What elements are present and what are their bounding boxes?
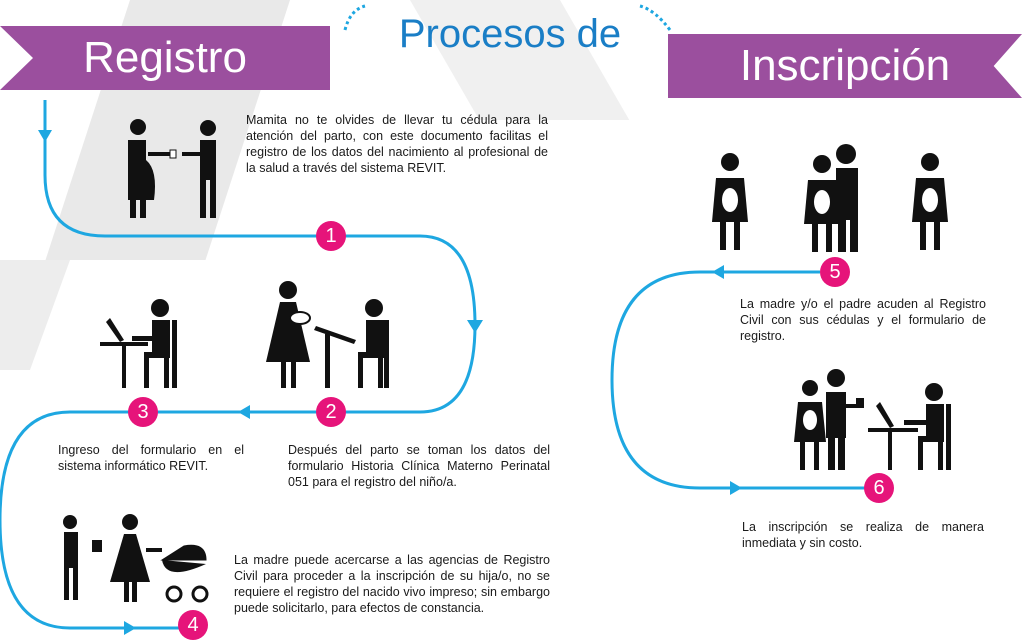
family-at-registry-desk-icon bbox=[794, 369, 951, 470]
mother-with-stroller-icon bbox=[63, 514, 209, 603]
step-badge-1: 1 bbox=[316, 221, 346, 251]
arrow-down-icon bbox=[467, 320, 483, 333]
arrow-right-icon bbox=[124, 621, 136, 635]
arrow-left-icon bbox=[238, 405, 250, 419]
step-4-text: La madre puede acercarse a las agencias … bbox=[234, 553, 550, 615]
inscripcion-banner-label: Inscripción bbox=[739, 41, 951, 90]
step-5-text: La madre y/o el padre acuden al Registro… bbox=[740, 297, 986, 343]
person-at-computer-icon bbox=[100, 299, 177, 388]
step-3-text: Ingreso del formulario en el sistema inf… bbox=[58, 443, 244, 473]
parents-with-baby-icon bbox=[712, 144, 948, 252]
step-badge-6: 6 bbox=[864, 473, 894, 503]
step-6-text: La inscripción se realiza de manera inme… bbox=[742, 520, 984, 550]
step-badge-4: 4 bbox=[178, 610, 208, 640]
step-badge-2: 2 bbox=[316, 397, 346, 427]
mother-with-baby-at-desk-icon bbox=[266, 281, 389, 388]
inscripcion-banner: Inscripción bbox=[668, 34, 1022, 98]
step-badge-5: 5 bbox=[820, 257, 850, 287]
arrow-down-icon bbox=[38, 130, 52, 142]
step-1-text: Mamita no te olvides de llevar tu cédula… bbox=[246, 113, 548, 175]
page-title: Procesos de bbox=[398, 12, 622, 56]
registro-banner: Registro bbox=[0, 26, 330, 90]
step-badge-3: 3 bbox=[128, 397, 158, 427]
step-2-text: Después del parto se toman los datos del… bbox=[288, 443, 550, 489]
arrow-left-icon bbox=[712, 265, 724, 279]
registro-banner-label: Registro bbox=[83, 33, 247, 82]
mother-handing-id-icon bbox=[128, 119, 216, 218]
arrow-right-icon bbox=[730, 481, 742, 495]
